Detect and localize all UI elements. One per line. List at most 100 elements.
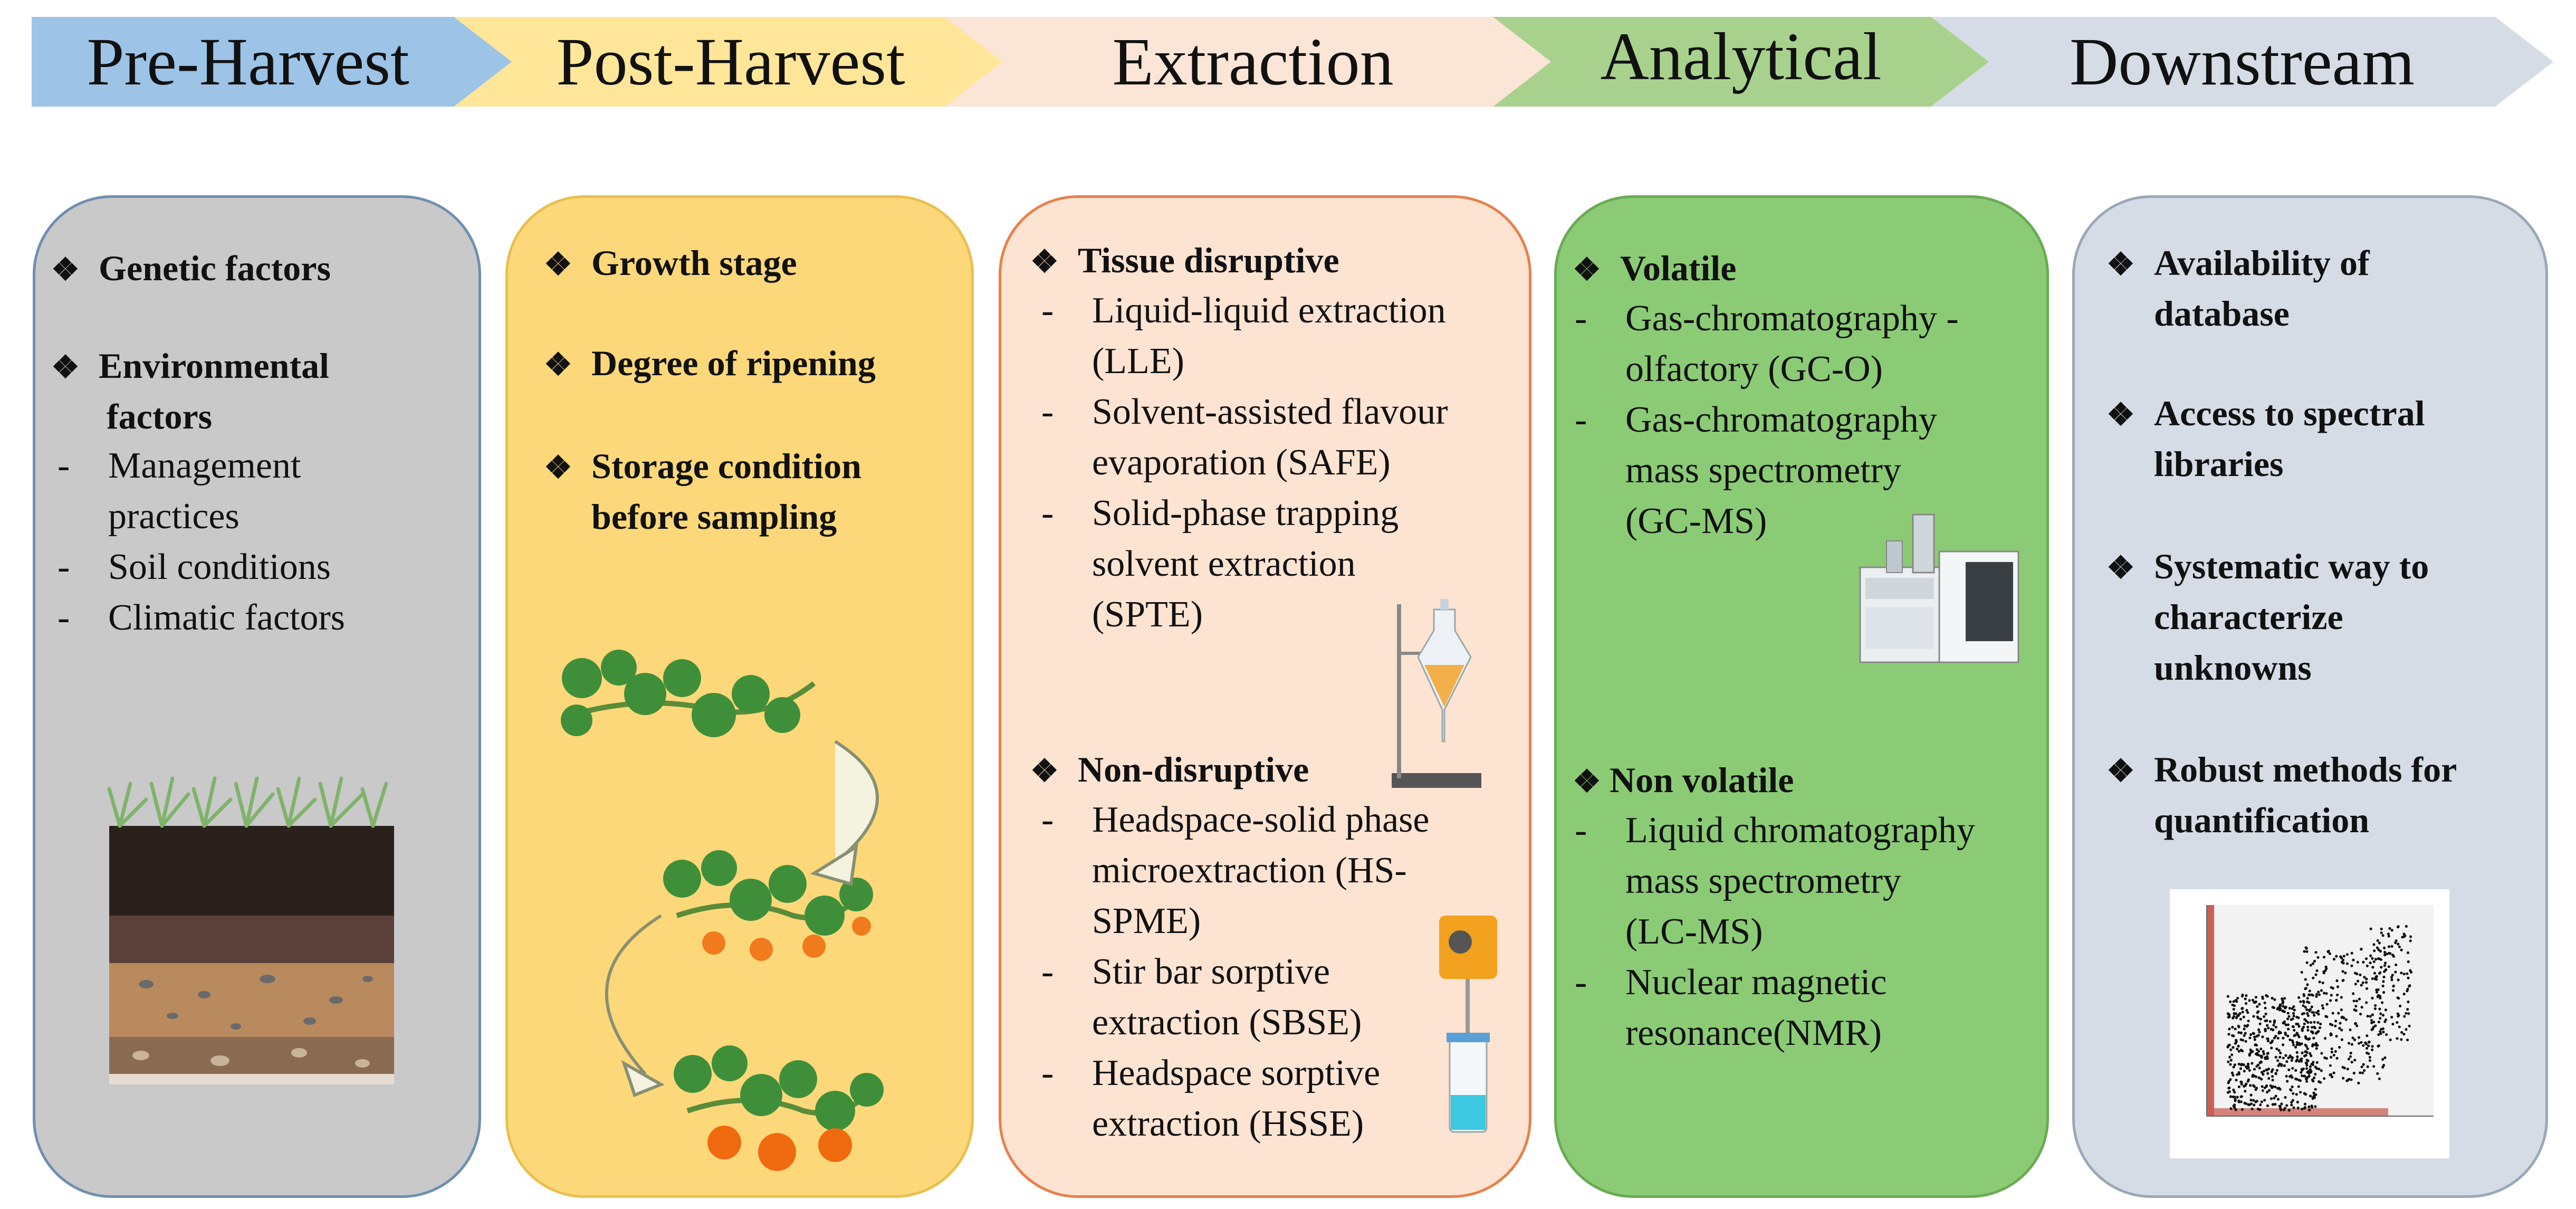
scatter-dot	[2400, 1031, 2403, 1034]
scatter-dot	[2371, 977, 2374, 980]
scatter-dot	[2251, 1062, 2254, 1065]
scatter-dot	[2364, 981, 2368, 984]
scatter-dot	[2248, 1069, 2251, 1072]
scatter-dot	[2310, 993, 2313, 996]
scatter-dot	[2389, 1038, 2392, 1042]
scatter-dot	[2305, 1008, 2309, 1011]
scatter-dot	[2228, 1086, 2231, 1090]
scatter-dot	[2318, 1068, 2321, 1071]
scatter-dot	[2243, 1101, 2246, 1105]
scatter-dot	[2315, 1061, 2319, 1064]
bullet-availability-database: ❖Availability of	[2106, 237, 2370, 290]
scatter-dot	[2258, 1031, 2261, 1034]
scatter-dot	[2265, 1068, 2268, 1071]
scatter-dot	[2284, 1096, 2287, 1099]
scatter-dot	[2236, 1048, 2239, 1051]
pre-item-soil: -Soil conditions	[58, 547, 331, 587]
scatter-dot	[2341, 979, 2344, 982]
stage-arrow-analytical	[1472, 17, 1989, 107]
scatter-dot	[2381, 934, 2385, 937]
tissue-disruptive-text: Tissue disruptive	[1078, 240, 1339, 280]
ext-item-text: Stir bar sorptive	[1092, 951, 1330, 992]
scatter-dot	[2306, 1021, 2310, 1024]
scatter-dot	[2307, 1075, 2310, 1078]
scatter-dot	[2239, 1017, 2243, 1021]
scatter-dot	[2282, 1056, 2285, 1060]
scatter-dot	[2294, 1069, 2297, 1072]
scatter-dot	[2263, 1099, 2266, 1102]
scatter-dot	[2380, 1027, 2383, 1031]
scatter-dot	[2243, 1070, 2246, 1073]
scatter-dot	[2368, 1059, 2371, 1062]
diamond-bullet-icon: ❖	[2106, 397, 2135, 432]
scatter-dot	[2395, 939, 2398, 943]
scatter-dot	[2314, 1042, 2318, 1045]
scatter-dot	[2308, 1010, 2311, 1013]
ana-item-lc-ms-2: mass spectrometry	[1625, 861, 1901, 901]
scatter-dot	[2354, 983, 2357, 986]
scatter-dot	[2235, 1016, 2238, 1020]
libraries-text-1: Access to spectral	[2154, 393, 2425, 433]
scatter-dot	[2406, 1008, 2409, 1011]
scatter-dot	[2291, 1025, 2294, 1028]
diamond-bullet-icon: ❖	[2106, 550, 2135, 585]
scatter-dot	[2353, 1038, 2357, 1041]
scatter-dot	[2390, 945, 2393, 948]
scatter-dot	[2278, 1062, 2282, 1065]
scatter-dot	[2238, 1012, 2242, 1015]
ripening-text: Degree of ripening	[591, 343, 876, 383]
scatter-dot	[2309, 964, 2312, 967]
scatter-dot	[2308, 989, 2311, 993]
scatter-dot	[2311, 962, 2315, 965]
scatter-dot	[2229, 1078, 2232, 1081]
scatter-dot	[2337, 1012, 2340, 1015]
scatter-dot	[2278, 1105, 2281, 1108]
scatter-dot	[2376, 1072, 2379, 1075]
scatter-dot	[2395, 963, 2398, 966]
scatter-dot	[2234, 1012, 2237, 1015]
ana-item-gc-ms-2: mass spectrometry	[1625, 450, 1901, 491]
scatter-dot	[2273, 998, 2276, 1001]
scatter-dot	[2342, 958, 2345, 962]
scatter-dot	[2303, 950, 2306, 953]
ana-item-gc-ms-3: (GC-MS)	[1625, 501, 1767, 541]
scatter-dot	[2265, 1019, 2268, 1022]
scatter-dot	[2385, 1018, 2388, 1021]
scatter-dot	[2344, 1018, 2348, 1021]
stage-arrow-downstream	[1910, 17, 2553, 107]
scatter-dot	[2380, 927, 2383, 930]
scatter-dot	[2312, 1036, 2315, 1040]
scatter-dot	[2283, 1064, 2286, 1067]
scatter-dot	[2292, 1014, 2295, 1017]
scatter-dot	[2338, 1046, 2341, 1049]
bullet-environmental-factors: ❖Environmental	[51, 340, 329, 393]
scatter-dot	[2381, 1001, 2384, 1004]
scatter-dot	[2317, 1030, 2320, 1033]
scatter-dot	[2383, 964, 2386, 967]
scatter-dot	[2304, 1035, 2307, 1038]
scatter-dot	[2377, 1021, 2380, 1024]
scatter-dot	[2398, 1025, 2401, 1029]
scatter-dot	[2409, 935, 2412, 938]
scatter-dot	[2259, 1061, 2263, 1064]
scatter-dot	[2375, 978, 2378, 981]
scatter-dot	[2259, 1103, 2262, 1107]
scatter-dot	[2269, 1084, 2272, 1087]
diamond-bullet-icon: ❖	[544, 347, 572, 382]
scatter-dot	[2354, 1005, 2358, 1008]
scatter-dot	[2372, 943, 2376, 946]
scatter-dot	[2253, 1103, 2256, 1107]
scatter-dot	[2303, 1102, 2307, 1106]
scatter-dot	[2245, 994, 2248, 997]
scatter-dot	[2274, 1025, 2277, 1029]
scatter-dot	[2400, 1038, 2403, 1041]
scatter-dot	[2353, 1059, 2357, 1062]
ext-item-text: Solid-phase trapping	[1092, 493, 1399, 534]
scatter-dot	[2331, 1012, 2334, 1015]
bullet-non-volatile: ❖Non volatile	[1573, 755, 1794, 807]
scatter-dot	[2371, 996, 2374, 999]
scatter-dot	[2402, 993, 2406, 996]
scatter-dot	[2239, 1031, 2243, 1034]
scatter-dot	[2265, 994, 2268, 997]
scatter-dot	[2240, 1095, 2243, 1098]
